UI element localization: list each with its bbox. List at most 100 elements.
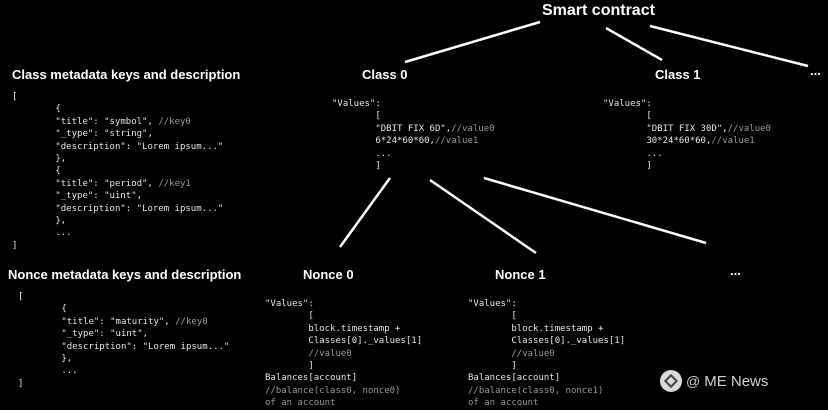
code-line: Classes[0]._values[1] <box>468 335 625 347</box>
class-metadata-code: [ { "title": "symbol", //key0 "_type": "… <box>12 91 223 252</box>
watermark-text: ME News <box>704 372 769 390</box>
code-line: [ <box>12 91 223 103</box>
code-comment: of an account <box>265 398 336 409</box>
code-line: "Values": <box>332 98 495 110</box>
code-line: ... <box>18 365 229 377</box>
code-line: ] <box>468 360 625 372</box>
code-text: Classes[0]._values[1] <box>265 336 423 347</box>
code-text: }, <box>12 215 67 226</box>
code-line: }, <box>12 215 223 227</box>
class-metadata-heading: Class metadata keys and description <box>12 67 241 82</box>
code-text: "_type": "string", <box>12 129 153 140</box>
connector-class0-nonce0 <box>338 177 392 248</box>
code-line: "title": "period", //key1 <box>12 178 223 190</box>
code-text: "title": "period", <box>12 178 159 189</box>
code-line: of an account <box>265 397 422 409</box>
code-text <box>468 349 511 359</box>
connector-class0-nonce1 <box>429 178 537 255</box>
nonce-more-node: ... <box>730 263 741 278</box>
code-text: ] <box>12 240 18 251</box>
code-line: "description": "Lorem ipsum..." <box>18 341 229 353</box>
code-line: Classes[0]._values[1] <box>265 335 422 347</box>
code-text: 30*24*60*60, <box>603 136 712 147</box>
code-text: { <box>18 304 67 315</box>
code-comment: of an account <box>468 398 539 409</box>
watermark: @ ME News <box>660 370 768 392</box>
code-text: Balances[account] <box>468 373 561 384</box>
code-comment: //value0 <box>511 348 555 359</box>
code-text: ... <box>18 366 78 377</box>
code-comment: //key0 <box>158 116 191 127</box>
code-line: block.timestamp + <box>468 323 625 335</box>
class1-node: Class 1 <box>655 67 701 82</box>
code-line: 30*24*60*60,//value1 <box>603 135 771 147</box>
class0-node: Class 0 <box>362 67 408 82</box>
nonce1-values-code: "Values": [ block.timestamp + Classes[0]… <box>468 298 625 410</box>
code-line: "DBIT FIX 30D",//value0 <box>603 123 771 135</box>
code-text: }, <box>12 153 67 164</box>
class-more-node: ... <box>810 63 821 78</box>
code-text <box>265 349 308 359</box>
code-text: ... <box>332 148 392 159</box>
code-line: [ <box>265 310 422 322</box>
watermark-at: @ <box>686 373 701 389</box>
code-line: "Values": <box>265 298 422 310</box>
code-comment: //value0 <box>308 348 352 359</box>
code-text: ] <box>468 360 517 371</box>
nonce1-node: Nonce 1 <box>495 267 546 282</box>
code-line: "title": "symbol", //key0 <box>12 116 223 128</box>
code-line: "description": "Lorem ipsum..." <box>12 141 223 153</box>
code-line: { <box>12 165 223 177</box>
code-text: "DBIT FIX 30D", <box>603 123 728 134</box>
binance-logo-icon <box>660 370 682 392</box>
code-text: [ <box>18 292 24 302</box>
code-text: ] <box>603 160 652 171</box>
code-text: [ <box>332 111 381 122</box>
connector-contract-class1 <box>605 26 663 62</box>
code-text: { <box>12 104 61 115</box>
code-line: ] <box>603 160 771 172</box>
code-comment: //key1 <box>158 178 191 189</box>
connector-contract-class0 <box>404 20 541 64</box>
code-text: }, <box>18 353 73 364</box>
code-text: "_type": "uint", <box>12 191 143 202</box>
code-text: [ <box>468 311 517 322</box>
class0-values-code: "Values": [ "DBIT FIX 6D",//value0 6*24*… <box>332 98 495 172</box>
code-line: [ <box>332 110 495 122</box>
code-text: [ <box>12 92 18 102</box>
code-text: "DBIT FIX 6D", <box>332 123 452 134</box>
code-line: ... <box>603 148 771 160</box>
code-line: "Values": <box>468 298 625 310</box>
code-line: "DBIT FIX 6D",//value0 <box>332 123 495 135</box>
code-comment: //value0 <box>451 123 495 134</box>
code-line: "description": "Lorem ipsum..." <box>12 203 223 215</box>
code-comment: //key0 <box>175 316 208 327</box>
code-text: Classes[0]._values[1] <box>468 336 626 347</box>
code-line: ] <box>265 360 422 372</box>
code-line: { <box>18 303 229 315</box>
code-text: [ <box>265 311 314 322</box>
code-line: "_type": "uint", <box>12 190 223 202</box>
class1-values-code: "Values": [ "DBIT FIX 30D",//value0 30*2… <box>603 98 771 172</box>
code-line: ] <box>18 378 229 390</box>
code-line: "title": "maturity", //key0 <box>18 316 229 328</box>
connector-contract-more <box>649 24 809 68</box>
nonce-metadata-code: [ { "title": "maturity", //key0 "_type":… <box>18 291 229 390</box>
code-text: "description": "Lorem ipsum..." <box>12 141 224 152</box>
code-text: Balances[account] <box>265 373 358 384</box>
code-line: "_type": "string", <box>12 128 223 140</box>
code-comment: //value1 <box>711 136 755 147</box>
code-text: "Values": <box>603 99 652 109</box>
code-text: block.timestamp + <box>468 323 604 334</box>
code-text: "description": "Lorem ipsum..." <box>12 203 224 214</box>
connector-class0-more <box>483 176 707 245</box>
code-line: [ <box>18 291 229 303</box>
code-line: "_type": "uint", <box>18 328 229 340</box>
code-comment: //balance(class0, nonce1) <box>468 385 604 396</box>
code-line: ... <box>332 148 495 160</box>
code-line: //balance(class0, nonce0) <box>265 385 422 397</box>
code-line: Balances[account] <box>265 372 422 384</box>
code-comment: //balance(class0, nonce0) <box>265 385 401 396</box>
code-text: "Values": <box>468 299 517 309</box>
